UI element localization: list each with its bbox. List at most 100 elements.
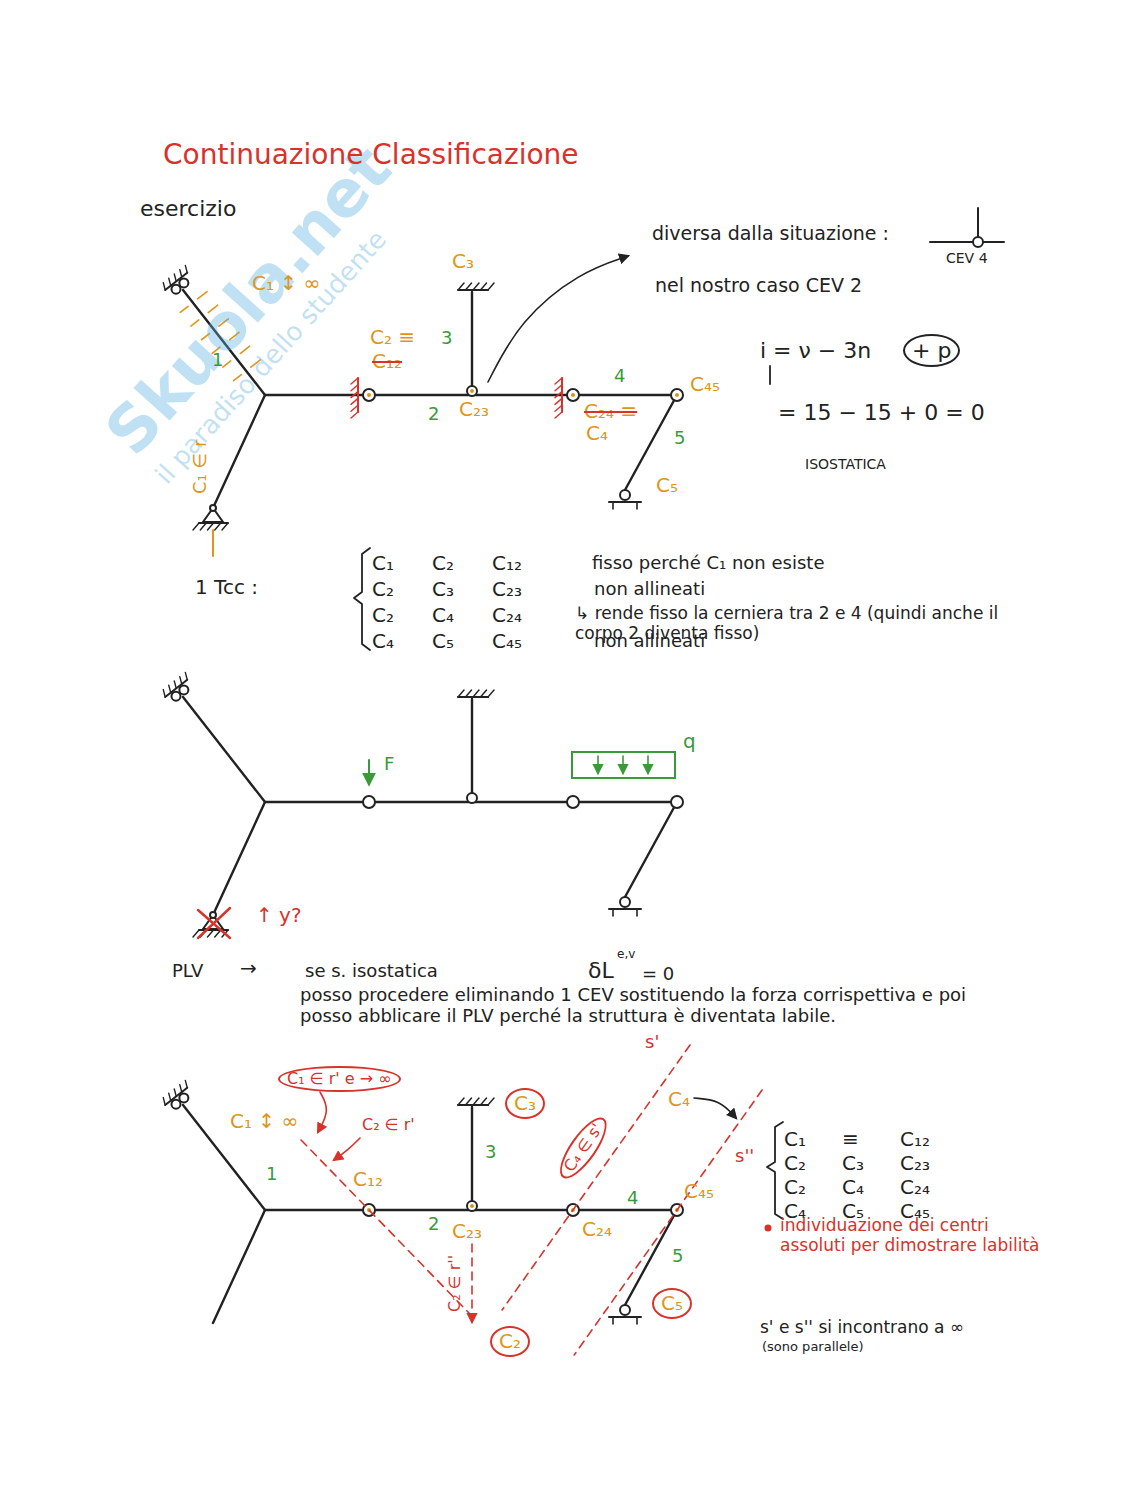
hinge [363, 389, 375, 401]
beam-body-1 [213, 802, 265, 915]
clamp-ground-tick [466, 1098, 472, 1105]
center-label: C₄₅ [690, 373, 720, 396]
note-text: s' e s'' si incontrano a ∞ [760, 1318, 964, 1338]
roller-ground-tick [180, 677, 182, 684]
body-number: 1 [266, 1164, 277, 1185]
infinity-direction-dash [180, 306, 188, 312]
center-label: C₂ ≡ [370, 326, 415, 349]
roller-wheel [179, 685, 188, 694]
table-cell: C₃ [432, 578, 454, 601]
pin-ground-tick [193, 523, 199, 530]
hinge-center-dot [470, 1204, 474, 1208]
center-label: C₂ [490, 1326, 530, 1357]
watermark: il paradiso dello studente [150, 225, 393, 490]
fixed-hinge-mark-tick [555, 378, 562, 384]
table-cell: C₂₃ [492, 578, 522, 601]
fixed-hinge-mark-tick [351, 385, 358, 391]
note-text: = 0 [642, 964, 674, 985]
note-text: i = ν − 3n [760, 338, 871, 363]
beam-body-5 [625, 802, 677, 897]
table-cell: C₁ [372, 552, 394, 575]
center-label: C₅ [652, 1288, 692, 1319]
infinity-direction-dash [234, 375, 242, 381]
fixed-hinge-mark-tick [555, 385, 562, 391]
center-label: C₁₂ [372, 350, 402, 373]
table-cell: C₄₅ [492, 630, 522, 653]
fixed-hinge-mark-tick [555, 398, 562, 404]
roller-ground-tick [169, 278, 171, 285]
center-label: C₂₃ [452, 1220, 482, 1243]
center-label: C₁ ∈ r [190, 440, 211, 494]
clamp-ground-tick [481, 1098, 487, 1105]
ground-leg [612, 909, 614, 916]
infinity-direction-dash [223, 361, 231, 367]
load-arrow [597, 756, 599, 773]
beam-body-5 [625, 1210, 677, 1305]
ground-hinge [620, 1305, 630, 1315]
infinity-direction-dash [240, 346, 249, 353]
clamp-ground-tick [458, 690, 464, 697]
infinity-direction-dash [230, 332, 239, 339]
infinity-direction-dash [191, 320, 199, 326]
infinity-direction-dash [251, 360, 260, 367]
pin-hinge [210, 505, 216, 511]
ground-leg [636, 909, 638, 916]
center-label: C₄₅ [684, 1180, 714, 1203]
clamp-ground-tick [473, 283, 479, 290]
watermark: Skuola.net [92, 132, 406, 469]
note-text: diversa dalla situazione : [652, 223, 889, 245]
infinity-direction-dash [219, 319, 228, 326]
beam-body-1 [183, 290, 265, 395]
note-text: e,v [617, 948, 635, 962]
note-text: se s. isostatica [305, 961, 438, 982]
system-bracket [767, 1122, 783, 1219]
direction-mark [212, 530, 214, 556]
center-label: C₄ [586, 422, 608, 445]
body-number: q [683, 730, 696, 753]
infinity-direction-dash [198, 292, 207, 299]
body-number: 5 [672, 1246, 683, 1267]
body-number: 5 [674, 428, 685, 449]
table-cell: C₂ [784, 1152, 806, 1175]
clamp-ground-tick [481, 690, 487, 697]
fixed-hinge-mark-tick [351, 405, 358, 411]
beam-body-3 [471, 1107, 473, 1207]
hinge [467, 1201, 477, 1211]
formula-mark [769, 366, 771, 384]
ground-leg [612, 1317, 614, 1324]
note-text: non allineati [594, 631, 705, 652]
roller-ground-tick [163, 690, 165, 697]
body-number: 2 [428, 404, 439, 425]
roller-ground [165, 273, 187, 290]
roller-wheel [171, 285, 180, 294]
hinge [467, 386, 477, 396]
clamp-ground-tick [473, 1098, 479, 1105]
table-cell: C₂₄ [492, 604, 522, 627]
annotation: individuazione dei centri assoluti per d… [780, 1216, 1050, 1255]
table-cell: C₁₂ [492, 552, 522, 575]
table-cell: C₄ [432, 604, 454, 627]
body-number: F [384, 754, 394, 775]
cev-symbol [977, 208, 979, 236]
distributed-load-box [572, 752, 675, 778]
note-text: 1 Tcc : [195, 576, 258, 599]
hinge-center-dot [571, 393, 575, 397]
beam-body-1 [213, 1210, 265, 1323]
roller-ground-tick [174, 681, 176, 688]
table-cell: C₁₂ [900, 1128, 930, 1151]
center-line-r2 [471, 1244, 473, 1322]
pin-ground-tick [215, 523, 221, 530]
hinge [671, 796, 683, 808]
note-text: esercizio [140, 196, 236, 221]
note-arrow [318, 1092, 326, 1132]
ground-leg [636, 502, 638, 509]
roller-ground-tick [180, 270, 182, 277]
note-text: nel nostro caso CEV 2 [655, 275, 862, 297]
annotation: C₂ ∈ r'' [446, 1255, 464, 1312]
pin-ground-tick [222, 523, 228, 530]
center-line-s1 [502, 1045, 690, 1310]
table-cell: C₂ [372, 578, 394, 601]
roller-ground-tick [169, 685, 171, 692]
body-number: 3 [485, 1142, 496, 1163]
